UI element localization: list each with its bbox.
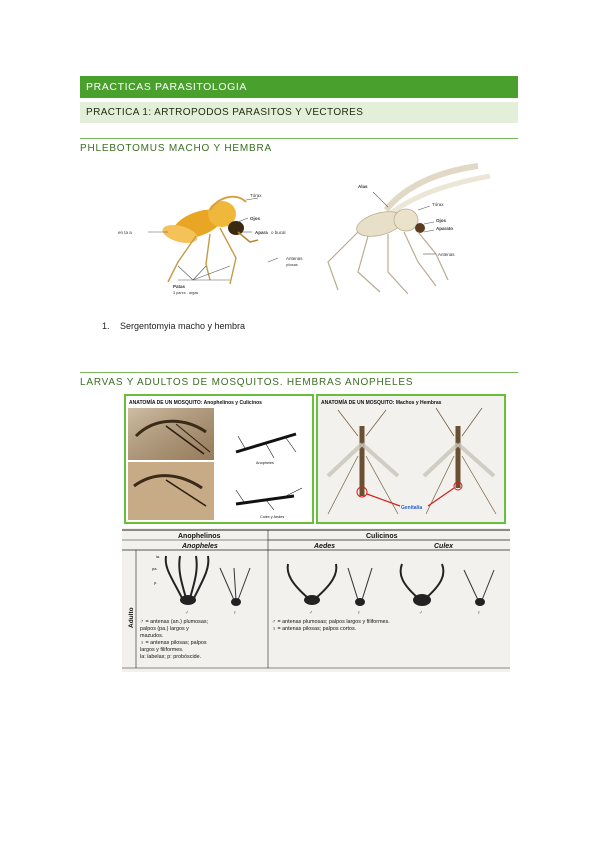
table-col-culex: Culex — [434, 543, 454, 550]
culicinos-desc-line-2: ♀ = antenas pilosas; palpos cortos. — [272, 626, 356, 632]
label-antenas-sub-left: pilosas — [286, 263, 298, 267]
panel-left-title: ANATOMÍA DE UN MOSQUITO: Anophelinos y C… — [129, 398, 262, 406]
anopheles-head-male-icon — [164, 555, 210, 605]
label-torax-left: Tórax — [250, 193, 262, 198]
anopheles-desc-line-2: palpos (pa.) largos y — [140, 626, 189, 632]
label-genitalia: Genitalia — [401, 505, 422, 511]
label-aparato-left: Apara — [255, 230, 268, 235]
section-heading-phlebotomus: PHLEBOTOMUS MACHO Y HEMBRA — [80, 138, 518, 154]
anopheles-desc-line-5: largos y filiformes. — [140, 647, 183, 653]
anopheles-male-symbol: ♂ — [185, 610, 189, 616]
list-number: 1. — [102, 321, 110, 331]
label-p: p. — [154, 580, 157, 585]
anopheles-desc-line-6: la: labelas; p: probóscide. — [140, 654, 201, 660]
table-col-aedes: Aedes — [313, 543, 335, 550]
culex-female-symbol: ♀ — [477, 610, 481, 616]
anopheles-desc-line-4: ♀ = antenas pilosas; palpos — [140, 640, 207, 646]
panel-left-caption-culex: Culex y Aedes — [260, 515, 284, 519]
table-group-culicinos: Culicinos — [366, 533, 398, 540]
anopheles-head-female-icon — [219, 567, 251, 606]
phlebotomus-illustration: Tórax Ojos Apara o bucal en ta a Antenas… — [118, 162, 498, 302]
label-alas-right: Alas — [358, 184, 368, 189]
panel-left-caption-anopheles: Anopheles — [256, 461, 274, 465]
culex-head-female-icon — [463, 569, 495, 606]
label-antenas-left: Antenas — [286, 256, 303, 261]
aedes-male-symbol: ♂ — [309, 610, 313, 616]
practice-title: PRACTICA 1: ARTROPODOS PARASITOS Y VECTO… — [80, 102, 518, 123]
label-patas-left: Patas — [173, 284, 186, 289]
label-la: la. — [156, 554, 160, 559]
aedes-female-symbol: ♀ — [357, 610, 361, 616]
culex-head-male-icon — [399, 563, 445, 606]
label-ala-left: en ta a — [118, 230, 132, 235]
label-aparato-suffix-left: o bucal — [271, 230, 286, 235]
anopheles-desc-line-1: ♂ = antenas (an.) plumosas; — [140, 619, 209, 625]
comparison-table-illustration: Anophelinos Culicinos Anopheles Aedes Cu… — [122, 528, 510, 672]
label-aparato-right: Aparato — [436, 226, 453, 231]
mosquito-anatomy-right-illustration: ANATOMÍA DE UN MOSQUITO: Machos y Hembra… — [318, 396, 504, 522]
phlebotomus-male-image: Alas Tórax Ojos Aparato Antenas — [327, 163, 491, 295]
label-patas-sub-left: 3 pares . argas — [173, 291, 198, 295]
anopheles-desc-line-3: mazudos. — [140, 633, 163, 639]
aedes-head-female-icon — [347, 567, 373, 606]
mosquito-anatomy-panel-right: ANATOMÍA DE UN MOSQUITO: Machos y Hembra… — [316, 394, 506, 524]
mosquito-anatomy-panel-left: ANATOMÍA DE UN MOSQUITO: Anophelinos y C… — [124, 394, 314, 524]
label-ojos-left: Ojos — [250, 216, 260, 221]
label-pa: pa. — [152, 566, 158, 571]
aedes-head-male-icon — [286, 563, 338, 605]
anophelinos-culicinos-table: Anophelinos Culicinos Anopheles Aedes Cu… — [122, 528, 510, 672]
document-title: PRACTICAS PARASITOLOGIA — [80, 76, 518, 98]
table-col-anopheles: Anopheles — [181, 543, 218, 550]
table-row-adulto: Adulto — [128, 607, 135, 628]
label-ojos-right: Ojos — [436, 218, 446, 223]
anopheles-female-symbol: ♀ — [233, 610, 237, 616]
list-text: Sergentomyia macho y hembra — [120, 321, 246, 331]
label-antenas-right: Antenas — [438, 252, 455, 257]
phlebotomus-female-image: Tórax Ojos Apara o bucal en ta a Antenas… — [118, 193, 303, 295]
mosquito-anatomy-left-illustration: ANATOMÍA DE UN MOSQUITO: Anophelinos y C… — [128, 398, 303, 520]
culex-male-symbol: ♂ — [419, 610, 423, 616]
culicinos-desc-line-1: ♂ = antenas plumosas; palpos largos y fi… — [272, 619, 390, 625]
label-torax-right: Tórax — [432, 202, 444, 207]
list-item: 1. Sergentomyia macho y hembra — [102, 321, 245, 331]
table-group-anophelinos: Anophelinos — [178, 533, 220, 540]
panel-right-title: ANATOMÍA DE UN MOSQUITO: Machos y Hembra… — [321, 398, 442, 406]
section-heading-mosquitos: LARVAS Y ADULTOS DE MOSQUITOS. HEMBRAS A… — [80, 372, 518, 388]
phlebotomus-figure: Tórax Ojos Apara o bucal en ta a Antenas… — [118, 162, 498, 302]
